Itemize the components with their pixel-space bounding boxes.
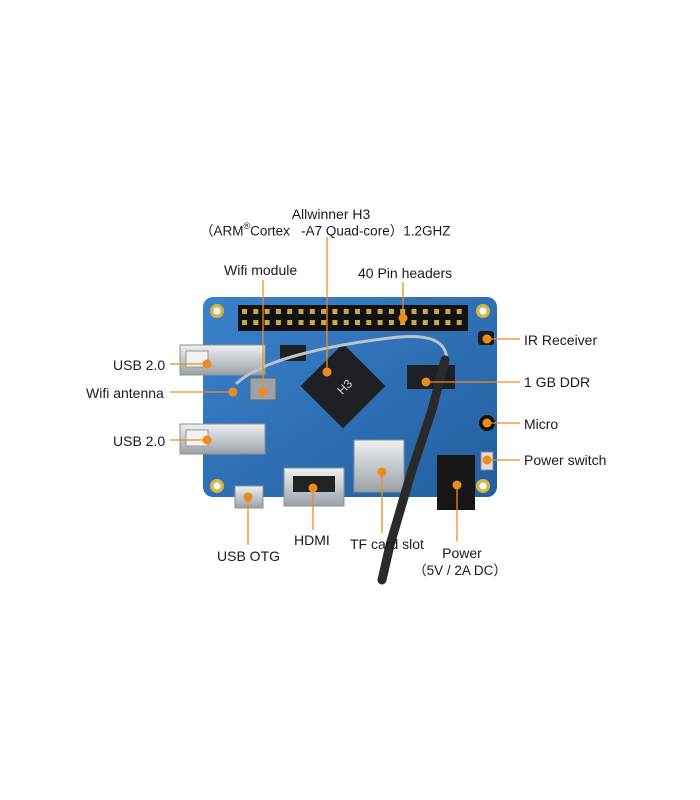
cpu-spec: （ARM®Cortex -A7 Quad-core）1.2GHZ (200, 221, 451, 239)
label-power-switch: Power switch (524, 452, 607, 468)
pin-header-40 (238, 305, 468, 331)
ddr-chip (407, 365, 455, 389)
callout-dot (228, 387, 238, 397)
callout-dot (322, 367, 332, 377)
label-power: Power (442, 545, 482, 561)
tf-card-slot-part (353, 439, 405, 493)
callout-dot (421, 377, 431, 387)
callout-lines (170, 237, 520, 545)
callout-dot (452, 480, 462, 490)
usb-port-bottom (179, 423, 266, 455)
callout-dot (243, 492, 253, 502)
callout-dot (377, 467, 387, 477)
h3-cpu (300, 343, 386, 429)
callout-dot (482, 418, 492, 428)
label-40-pin-headers: 40 Pin headers (358, 265, 453, 281)
label-usb-bottom: USB 2.0 (113, 433, 166, 449)
callout-dots (202, 313, 492, 502)
label-usb-top: USB 2.0 (113, 357, 166, 373)
callout-dot (398, 313, 408, 323)
label-tf-card-slot: TF card slot (350, 536, 424, 552)
callout-dot (308, 483, 318, 493)
callout-dot (202, 435, 212, 445)
callout-dot (482, 455, 492, 465)
cpu-title: Allwinner H3 (292, 207, 371, 221)
antenna-cable (234, 335, 448, 386)
cpu-name: Allwinner H3 (291, 206, 371, 222)
label-usb-otg: USB OTG (217, 548, 281, 564)
label-hdmi: HDMI (294, 532, 330, 548)
label-1gb-ddr: 1 GB DDR (524, 374, 591, 390)
callout-dot (258, 387, 268, 397)
callout-dot (482, 334, 492, 344)
callout-dot (202, 359, 212, 369)
usb-port-top (179, 344, 266, 376)
label-wifi-antenna: Wifi antenna (86, 385, 164, 401)
label-power-spec: （5V / 2A DC） (413, 563, 507, 578)
label-micro: Micro (524, 416, 559, 432)
antenna-rod (377, 355, 450, 585)
label-ir-receiver: IR Receiver (524, 332, 598, 348)
label-wifi-module: Wifi module (224, 262, 298, 278)
mounting-holes (210, 304, 490, 493)
